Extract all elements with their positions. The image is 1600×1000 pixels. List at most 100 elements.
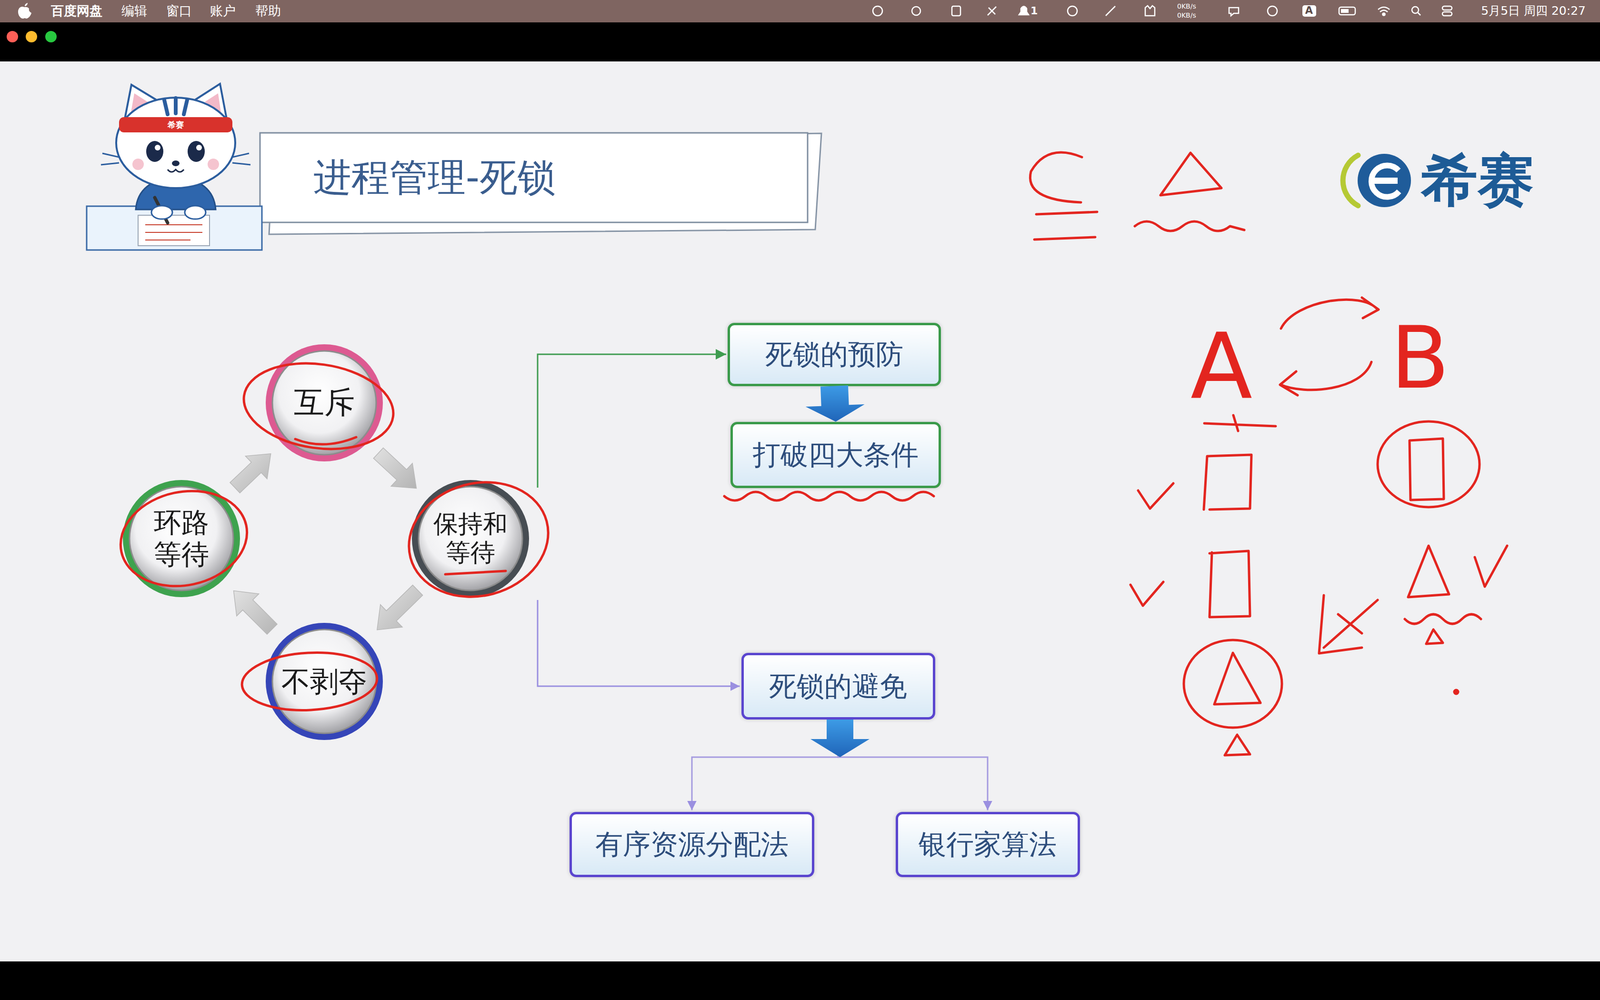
red-annotation bbox=[1034, 211, 1098, 240]
node-text: 有序资源分配法 bbox=[595, 828, 789, 861]
red-annotation bbox=[1408, 545, 1450, 598]
red-annotation bbox=[1160, 152, 1222, 196]
connector-arrow bbox=[537, 354, 727, 488]
status-icons bbox=[1339, 7, 1356, 15]
node-text: 银行家算法 bbox=[918, 828, 1057, 861]
mascot-cat bbox=[100, 153, 251, 165]
menu-item: 窗口 bbox=[166, 3, 192, 19]
status-icons bbox=[1019, 6, 1029, 16]
red-annotation bbox=[396, 467, 562, 613]
window-titlebar bbox=[25, 30, 38, 43]
status-icons bbox=[1229, 7, 1239, 16]
condition-circle: 环路 等待 bbox=[121, 479, 241, 599]
circle-ball bbox=[272, 350, 377, 455]
red-annotation bbox=[1138, 483, 1174, 509]
mascot-cat bbox=[132, 158, 144, 170]
status-icons bbox=[872, 6, 883, 16]
status-icons bbox=[951, 6, 961, 16]
menu-item: 账户 bbox=[210, 3, 236, 19]
status-icons bbox=[1302, 5, 1317, 17]
headband-logo: 希赛 bbox=[167, 120, 184, 130]
net-speed: 0KB/s bbox=[1177, 11, 1197, 20]
condition-circle: 不剥夺 bbox=[264, 621, 384, 741]
status-icons bbox=[872, 5, 1452, 17]
red-annotation bbox=[1409, 438, 1444, 500]
input-method: A bbox=[1305, 5, 1313, 17]
red-annotation bbox=[111, 479, 257, 598]
status-icons bbox=[1105, 6, 1116, 16]
circle-ring bbox=[265, 344, 383, 462]
menu-bar bbox=[0, 0, 1600, 23]
menu-item: 百度网盘 bbox=[50, 3, 103, 19]
menu-bar bbox=[0, 0, 1600, 23]
red-annotation bbox=[1183, 640, 1282, 728]
logo-icon bbox=[1369, 177, 1398, 184]
logo-icon bbox=[1357, 153, 1411, 208]
red-annotation bbox=[1454, 690, 1459, 694]
window-titlebar bbox=[6, 30, 19, 43]
red-annotation bbox=[1426, 629, 1443, 644]
window-titlebar bbox=[0, 22, 1600, 62]
menu-item: 帮助 bbox=[255, 3, 281, 19]
status-icons bbox=[1382, 13, 1386, 16]
node-text: 死锁的预防 bbox=[765, 338, 904, 371]
status-icons bbox=[1417, 12, 1421, 16]
process-box: 有序资源分配法 bbox=[569, 811, 815, 878]
connector-arrow bbox=[691, 719, 839, 811]
node-text: 死锁的避免 bbox=[769, 670, 908, 703]
badge-count: 1 bbox=[1030, 5, 1038, 17]
mascot-cat bbox=[86, 83, 262, 250]
circle-ball bbox=[272, 629, 377, 734]
status-icons bbox=[1378, 7, 1390, 12]
handwritten-letter: A bbox=[1190, 317, 1253, 417]
mascot-cat bbox=[167, 169, 184, 172]
red-annotation bbox=[1474, 545, 1508, 587]
window-titlebar bbox=[0, 22, 1600, 62]
red-annotation bbox=[1280, 361, 1372, 396]
mascot-cat bbox=[164, 98, 188, 115]
node-text: 不剥夺 bbox=[281, 665, 368, 699]
connector-arrow bbox=[373, 447, 417, 489]
process-box: 死锁的预防 bbox=[727, 322, 941, 387]
window-titlebar bbox=[45, 30, 57, 43]
circle-ring bbox=[411, 480, 530, 598]
slide-background bbox=[0, 61, 1600, 962]
status-icons bbox=[1411, 6, 1419, 14]
mascot-cat bbox=[187, 140, 205, 162]
red-annotation bbox=[1319, 595, 1378, 654]
process-box: 死锁的避免 bbox=[741, 652, 936, 720]
red-annotation bbox=[1030, 152, 1082, 203]
slide-title: 进程管理-死锁 bbox=[313, 156, 556, 199]
connector-arrow bbox=[377, 585, 423, 630]
process-box: 打破四大条件 bbox=[730, 421, 941, 489]
status-icons bbox=[1145, 5, 1155, 16]
status-icons bbox=[1267, 6, 1278, 16]
status-icons bbox=[1067, 6, 1078, 16]
mascot-cat bbox=[86, 206, 262, 250]
title-banner bbox=[260, 132, 822, 235]
red-annotation bbox=[1130, 581, 1164, 606]
clock: 5月5日 周四 20:27 bbox=[1480, 4, 1586, 18]
condition-circle: 保持和 等待 bbox=[410, 479, 530, 599]
red-annotation bbox=[724, 491, 934, 501]
red-annotation bbox=[1377, 421, 1480, 508]
title-banner bbox=[260, 132, 808, 223]
node-text: 打破四大条件 bbox=[752, 439, 919, 471]
red-annotation bbox=[111, 152, 1508, 756]
mascot-cat bbox=[196, 144, 202, 151]
red-annotation bbox=[1280, 297, 1379, 329]
mascot-cat bbox=[146, 140, 164, 162]
status-icons bbox=[1442, 11, 1452, 16]
menu-item: 编辑 bbox=[121, 3, 148, 19]
circle-ball bbox=[418, 486, 523, 591]
condition-circle: 互斥 bbox=[264, 343, 384, 463]
split-arrow bbox=[810, 719, 870, 758]
mascot-cat bbox=[171, 160, 180, 167]
node-text: 互斥 bbox=[293, 385, 355, 421]
red-annotation bbox=[1214, 652, 1261, 705]
status-icons bbox=[987, 6, 997, 16]
logo-icon bbox=[1342, 153, 1411, 208]
mascot-cat bbox=[116, 97, 236, 189]
mascot-cat bbox=[184, 205, 206, 220]
